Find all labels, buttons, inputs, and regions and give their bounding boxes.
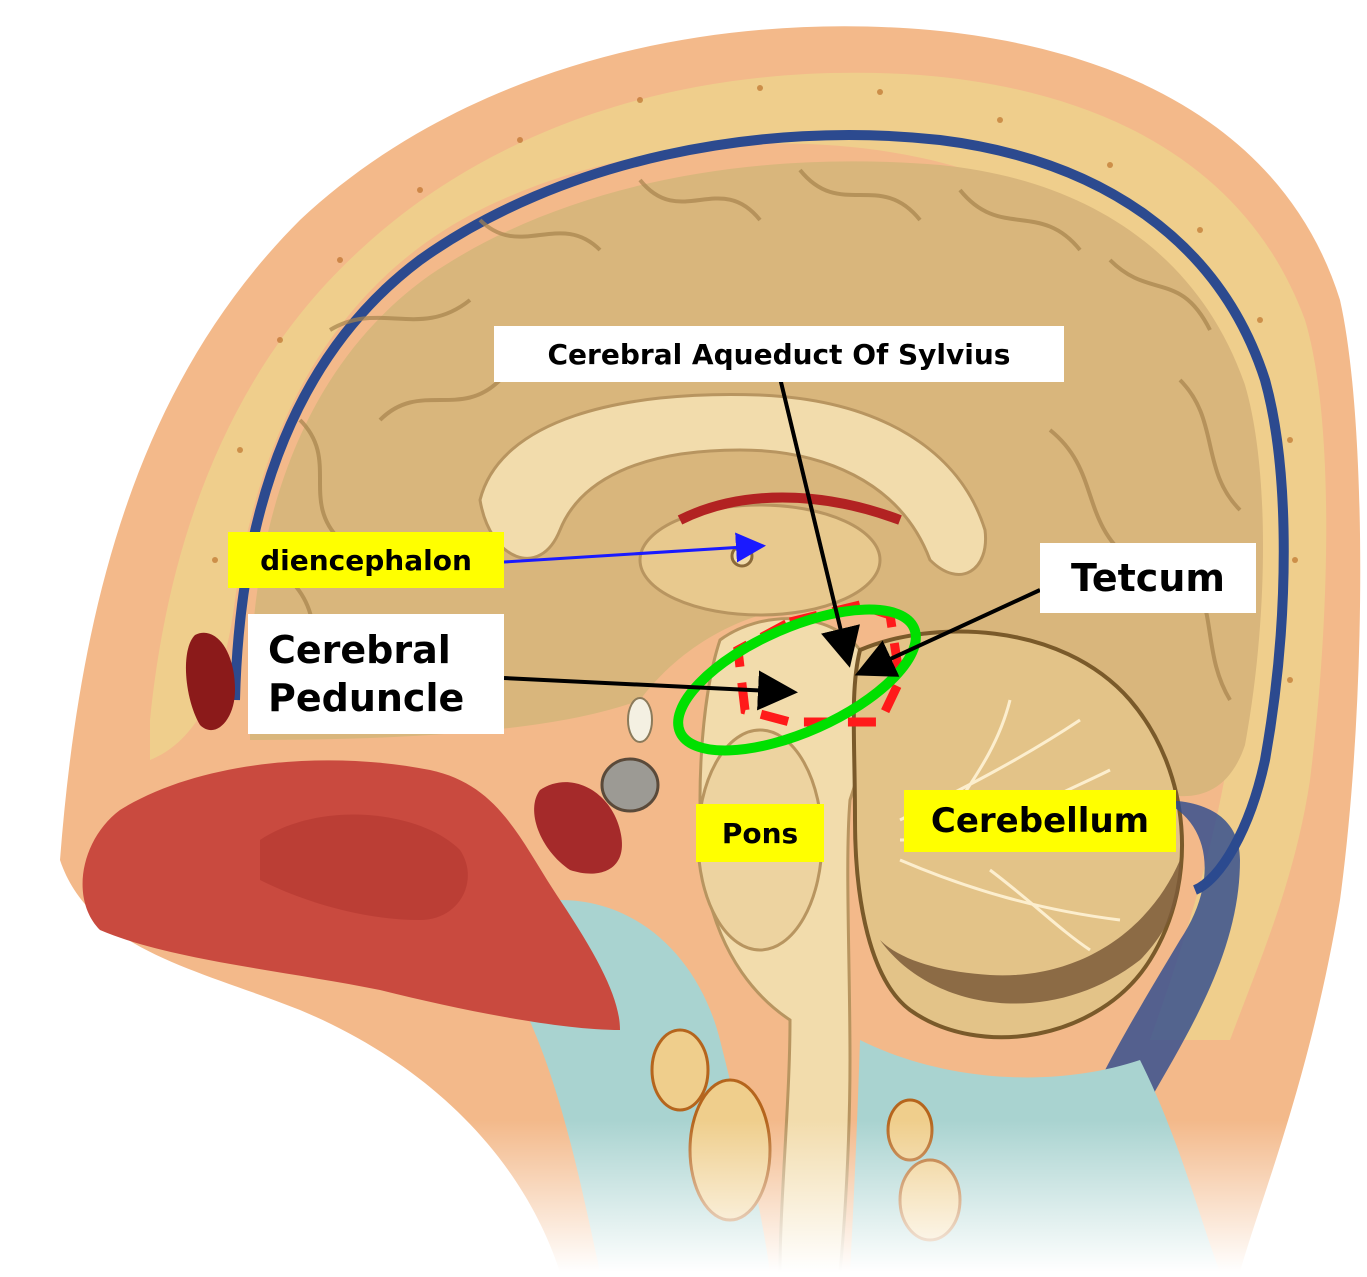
label-peduncle-line2: Peduncle <box>268 674 464 722</box>
thalamus <box>640 505 880 615</box>
label-peduncle-line1: Cerebral <box>268 626 451 674</box>
pituitary <box>602 759 658 811</box>
label-cerebellum: Cerebellum <box>904 790 1176 852</box>
label-cerebral-aqueduct: Cerebral Aqueduct Of Sylvius <box>494 326 1064 382</box>
label-cerebral-peduncle: Cerebral Peduncle <box>248 614 504 734</box>
label-pons: Pons <box>696 804 824 862</box>
label-tetcum: Tetcum <box>1040 543 1256 613</box>
label-diencephalon: diencephalon <box>228 532 504 588</box>
optic-structure <box>628 698 652 742</box>
